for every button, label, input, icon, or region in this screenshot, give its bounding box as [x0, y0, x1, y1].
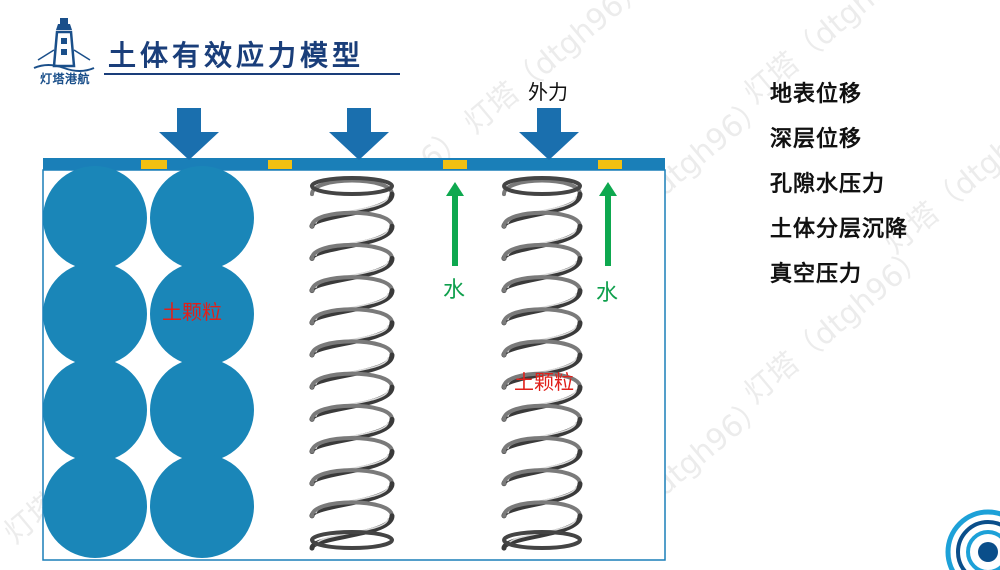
soil-particles: [43, 166, 254, 558]
plate-pad: [598, 160, 622, 169]
plate-pad: [443, 160, 467, 169]
page-title: 土体有效应力模型: [108, 39, 365, 72]
list-item: 深层位移: [770, 127, 863, 152]
water-label: 水: [596, 281, 619, 306]
soil-particle-label: 土颗粒: [514, 370, 574, 394]
list-item: 地表位移: [770, 82, 863, 107]
soil-particle-label: 土颗粒: [162, 300, 222, 324]
spring-icon: [309, 176, 395, 551]
list-item: 孔隙水压力: [770, 172, 886, 197]
force-arrow-icon: [159, 108, 219, 160]
list-item: 真空压力: [770, 262, 863, 287]
title-underline: [104, 73, 400, 75]
logo-text: 灯塔港航: [39, 72, 90, 86]
water-arrow-icon: [599, 182, 617, 266]
water-label: 水: [443, 278, 466, 303]
corner-swirl-icon: [945, 509, 1000, 570]
monitoring-items-list: 地表位移 深层位移 孔隙水压力 土体分层沉降 真空压力: [770, 72, 908, 297]
force-arrow-icon: [519, 108, 579, 160]
force-label: 外力: [528, 80, 568, 104]
plate-pad: [141, 160, 167, 169]
soil-container: [42, 169, 666, 561]
force-arrow-icon: [329, 108, 389, 160]
top-plate: [43, 158, 665, 170]
list-item: 土体分层沉降: [770, 217, 909, 242]
lighthouse-logo-icon: [33, 18, 95, 72]
spring-icon: [501, 176, 583, 551]
water-arrow-icon: [446, 182, 464, 266]
plate-pad: [268, 160, 292, 169]
